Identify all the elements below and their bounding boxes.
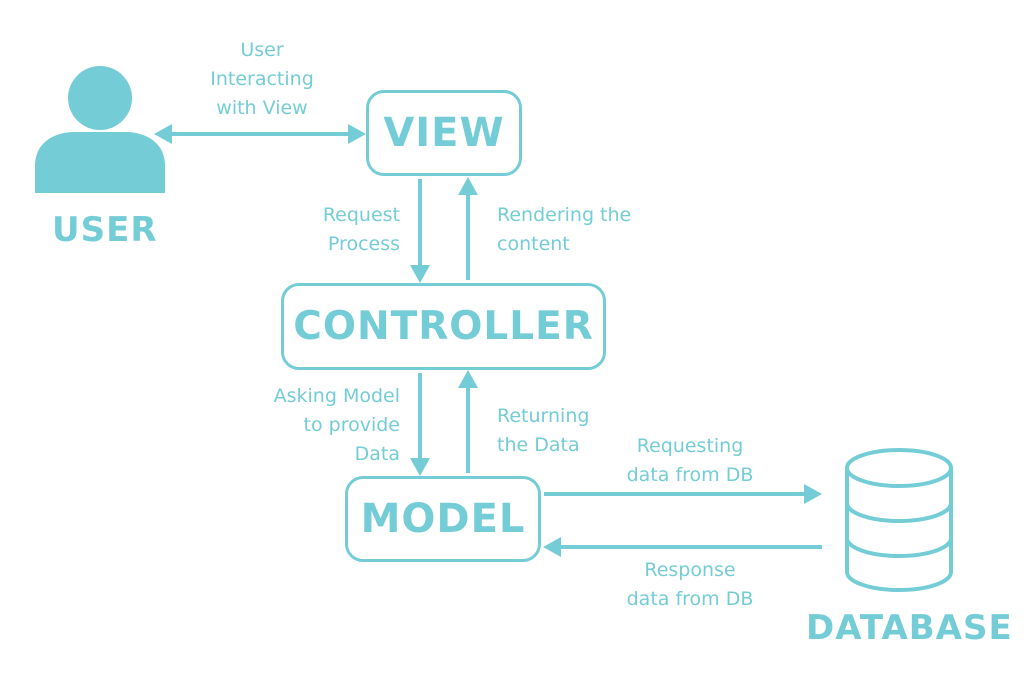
edge-label-user-view: User Interacting with View [210,39,314,119]
arrowhead-into-controller [410,265,430,283]
view-node: VIEW [366,90,522,176]
edge-label-request-process: Request Process [322,204,400,255]
controller-label: CONTROLLER [293,304,594,349]
user-label: USER [52,210,158,250]
edge-label-asking-model: Asking Model to provide Data [273,385,400,465]
controller-node: CONTROLLER [281,283,606,370]
arrowhead-user-side [154,124,172,144]
arrowhead-into-model-left [543,537,561,557]
arrowhead-into-model [410,458,430,476]
view-label: VIEW [383,110,505,156]
arrowhead-into-db [804,484,822,504]
edge-label-returning-data: Returning the Data [497,405,590,456]
database-label: DATABASE [806,608,1013,648]
user-icon [35,66,165,193]
database-icon [845,448,953,592]
arrowhead-into-controller-up [458,370,478,388]
edge-label-rendering-content: Rendering the content [497,204,632,255]
edge-label-response-db: Response data from DB [626,559,754,610]
arrowhead-into-view [458,177,478,195]
model-node: MODEL [345,476,541,562]
arrowhead-view-side [348,124,366,144]
model-label: MODEL [360,496,526,542]
edge-label-requesting-db: Requesting data from DB [626,435,754,486]
